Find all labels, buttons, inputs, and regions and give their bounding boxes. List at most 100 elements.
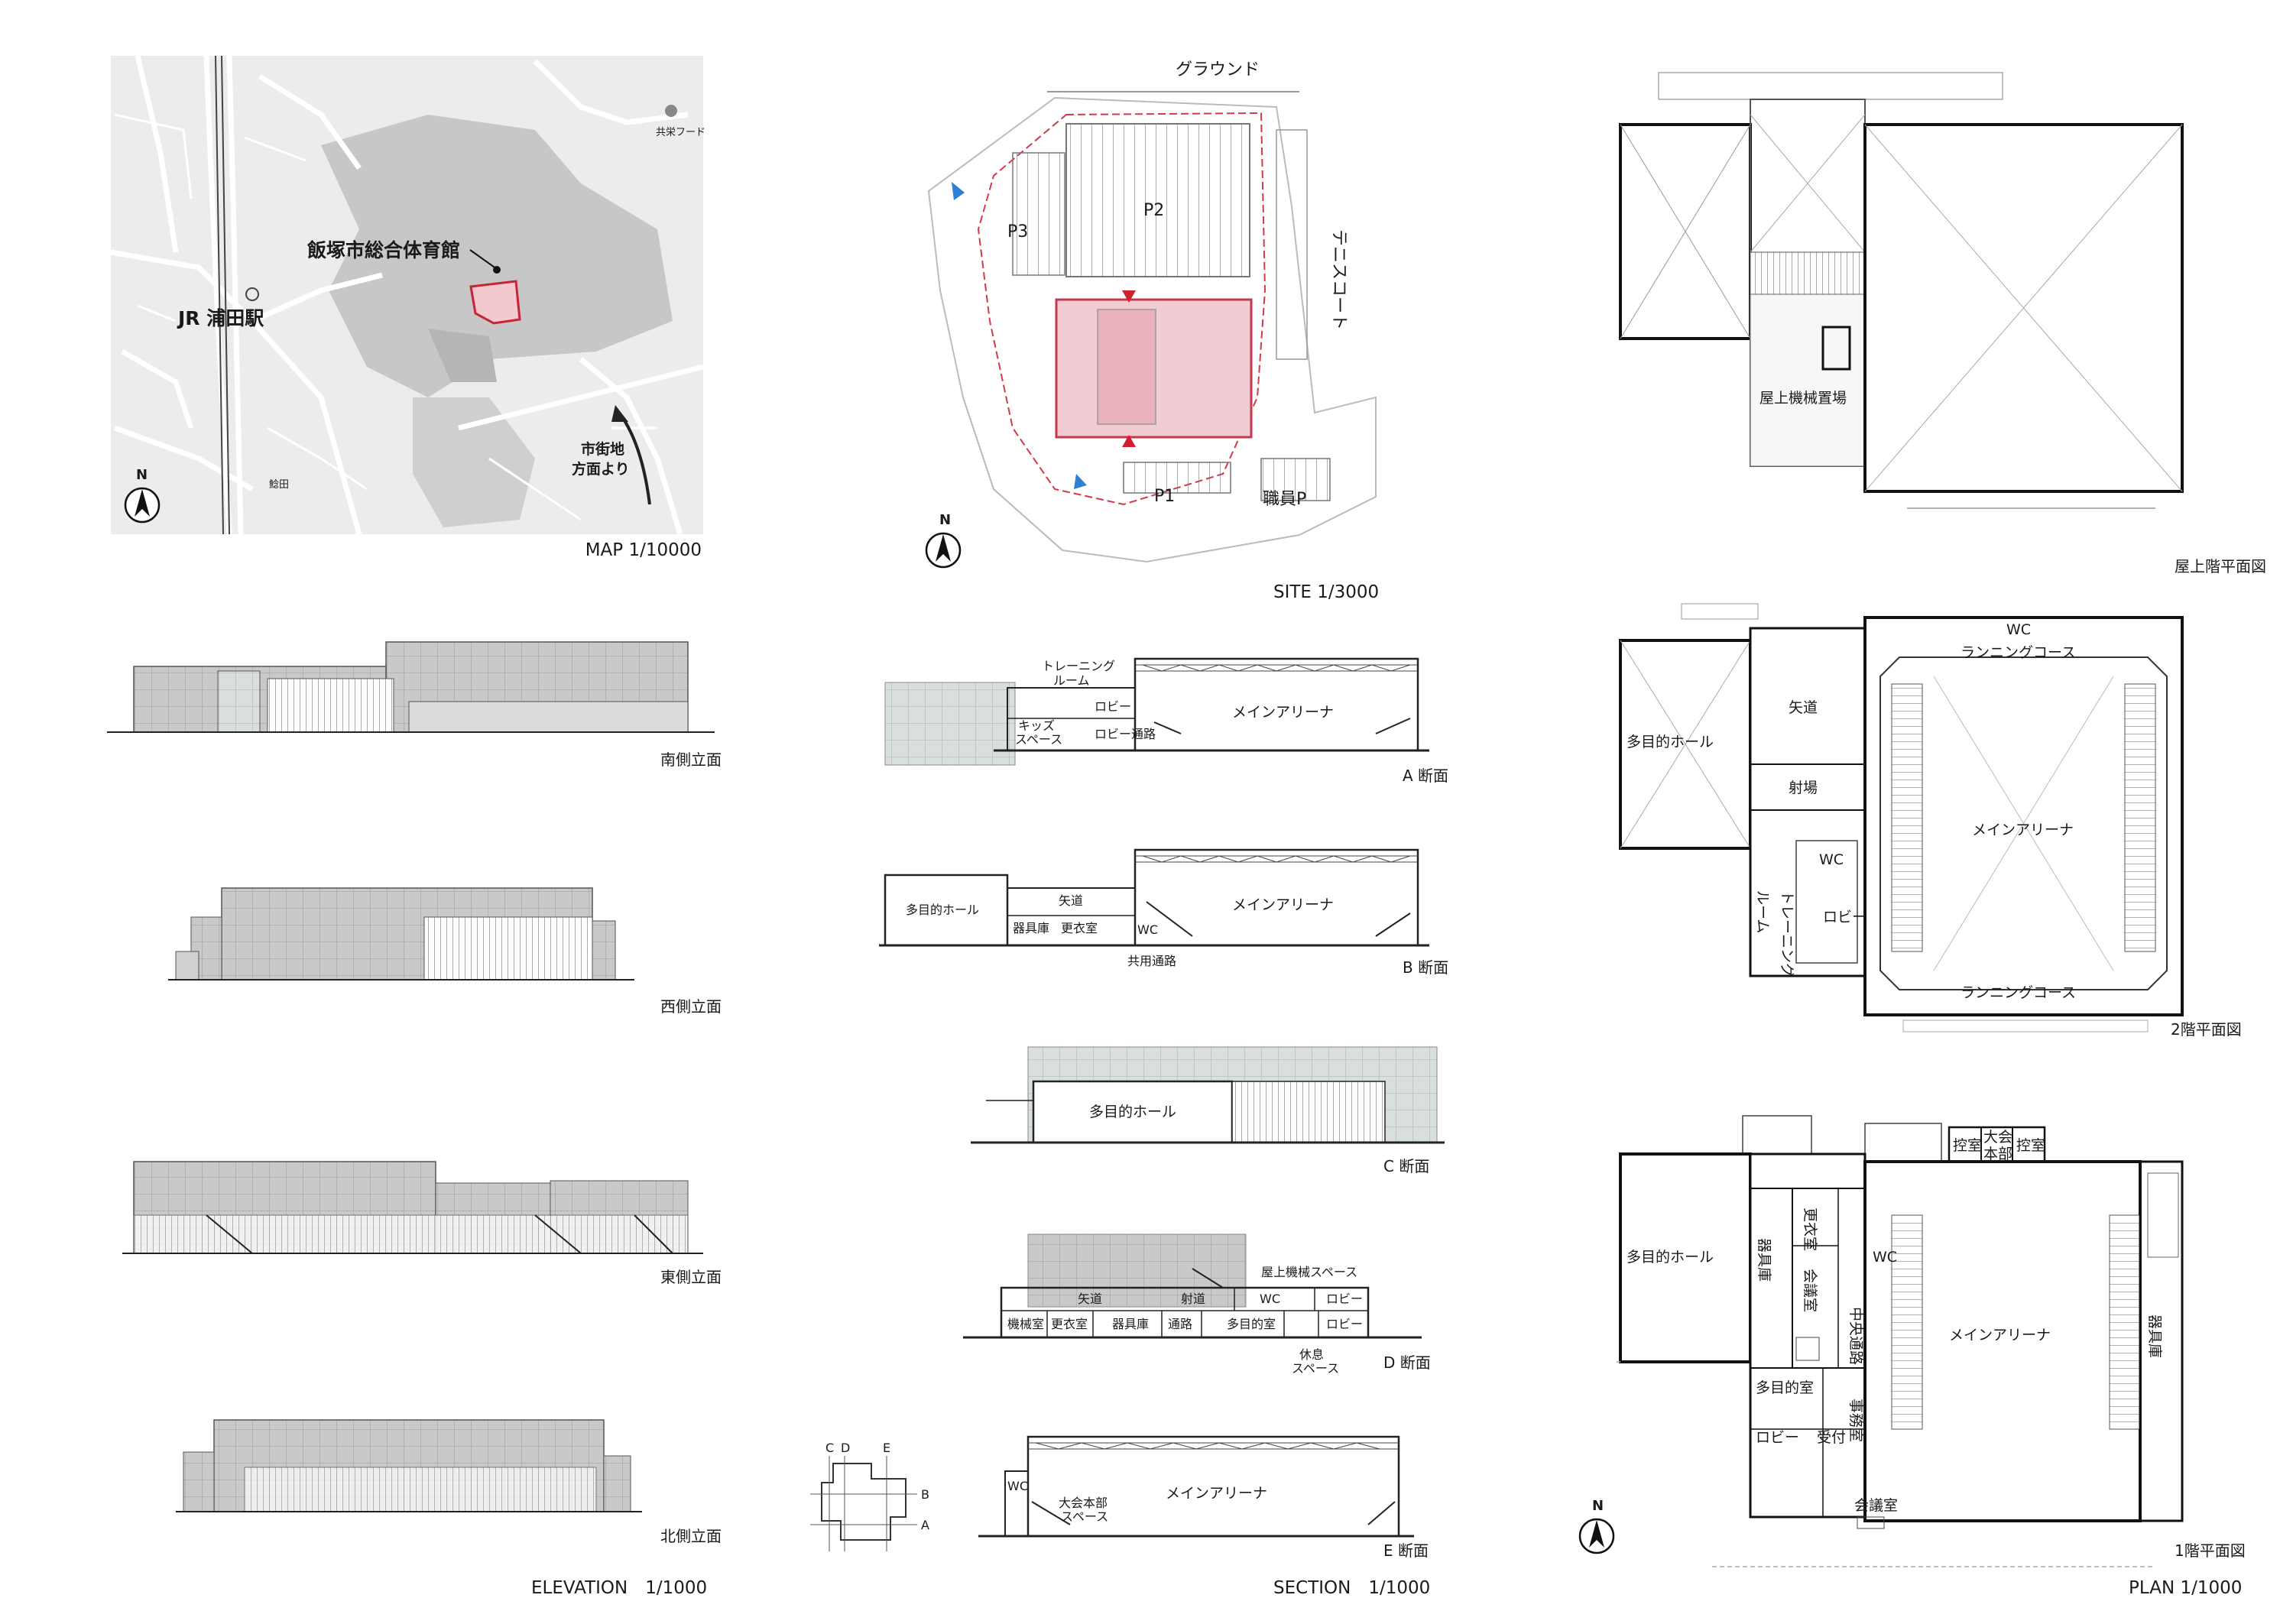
f1-hq-1: 大会 [1983,1129,2012,1146]
site-scale: SITE 1/3000 [1273,582,1379,602]
f2-wc-top: WC [2006,621,2031,638]
caption-roof-plan: 屋上階平面図 [2175,557,2266,575]
sec-b-archery: 矢道 [1059,893,1083,908]
first-floor-plan [1617,1115,2184,1567]
sec-b-wc: WC [1137,922,1158,937]
f2-wc: WC [1819,851,1844,868]
caption-first-plan: 1階平面図 [2175,1541,2246,1560]
sec-a-lobby-2: ロビー [1095,727,1131,741]
site-ground-label: グラウンド [1176,60,1260,79]
f1-arena: メインアリーナ [1949,1327,2051,1344]
second-floor-plan [1619,603,2184,1032]
section-e [978,1435,1414,1538]
site-parking-p1: P1 [1154,487,1175,506]
section-title: SECTION 1/1000 [1273,1578,1430,1598]
f1-meeting: 会議室 [1802,1269,1818,1312]
f1-multi: 多目的室 [1756,1379,1814,1396]
sec-a-lobby-1: ロビー [1095,699,1131,714]
f1-central: 中央通路 [1847,1307,1864,1365]
plan-title: PLAN 1/1000 [2129,1578,2242,1598]
sec-b-storage: 器具庫 [1013,921,1049,935]
elevation-south [107,641,715,733]
map-north-label: N [136,467,148,483]
elevation-north [176,1419,642,1512]
map-station-label: JR 浦田駅 [177,307,264,329]
plan-north-label: N [1592,1498,1604,1514]
sec-d-multi: 多目的室 [1227,1317,1276,1331]
map-building-label: 飯塚市総合体育館 [306,239,460,261]
f1-reception: 受付 [1817,1429,1846,1446]
site-north-arrow: N [925,512,962,569]
section-d [963,1233,1422,1339]
key-b: B [921,1487,929,1502]
f2-running-top: ランニングコース [1961,644,2076,661]
map-place-label: 鯰田 [269,479,289,491]
sec-b-common: 共用通路 [1127,954,1176,968]
caption-east-elevation: 東側立面 [660,1268,722,1286]
sec-b-locker: 更衣室 [1061,921,1098,935]
building-footprint [469,280,521,325]
f1-locker: 更衣室 [1802,1207,1818,1251]
sec-d-locker: 更衣室 [1051,1317,1088,1331]
f2-running-bottom: ランニングコース [1961,984,2076,1001]
map-from-city-2: 方面より [572,460,630,478]
sec-a-kids-1: キッズ [1018,718,1055,733]
map-from-city-1: 市街地 [581,440,624,458]
caption-section-b: B 断面 [1403,958,1448,977]
f2-archery: 矢道 [1789,699,1818,716]
f1-hikae-1: 控室 [1953,1137,1982,1154]
sec-a-training-1: トレーニング [1042,659,1115,673]
sec-d-machine: 機械室 [1007,1317,1044,1331]
sec-e-wc: WC [1007,1479,1028,1493]
caption-section-d: D 断面 [1383,1353,1431,1372]
sec-a-training-2: ルーム [1053,673,1090,688]
f1-hikae-2: 控室 [2016,1137,2045,1154]
map-north-arrow: N [124,467,161,524]
caption-second-plan: 2階平面図 [2171,1020,2242,1039]
sec-e-hq-1: 大会本部 [1059,1496,1108,1510]
sec-d-rest-1: 休息 [1299,1347,1324,1362]
elevation-title: ELEVATION 1/1000 [531,1578,707,1598]
sec-d-lobby-up: ロビー [1326,1292,1363,1306]
sec-a-arena: メインアリーナ [1232,704,1334,721]
elevation-west [168,887,634,981]
f1-meeting-2: 会議室 [1854,1497,1898,1514]
site-panel: グラウンド テニスコート P1 P2 P3 職員P N SITE 1/3000 [925,60,1379,602]
f1-storage-r: 器具庫 [2146,1314,2163,1358]
site-parking-p2: P2 [1143,201,1164,220]
f2-training: トレーニング [1779,890,1795,977]
caption-section-c: C 断面 [1383,1157,1429,1175]
sec-a-kids-2: スペース [1015,732,1062,747]
elevation-east [122,1161,703,1254]
site-parking-p3: P3 [1007,222,1028,241]
f1-hq-2: 本部 [1983,1146,2012,1162]
map-panel: 飯塚市総合体育館 JR 浦田駅 共栄フード 鯰田 市街地 方面より N MAP … [110,55,705,560]
site-staff-parking: 職員P [1263,490,1306,509]
section-c [971,1046,1445,1144]
caption-west-elevation: 西側立面 [660,997,722,1016]
sec-d-range: 射道 [1181,1292,1205,1306]
key-d: D [841,1441,850,1455]
sec-e-arena: メインアリーナ [1166,1485,1267,1502]
sec-d-lobby: ロビー [1326,1317,1363,1331]
f2-arena: メインアリーナ [1972,822,2074,838]
sec-e-hq-2: スペース [1061,1509,1108,1524]
sec-d-wc: WC [1260,1292,1280,1306]
f1-storage-l: 器具庫 [1756,1238,1772,1282]
site-tennis-label: テニスコート [1329,229,1348,330]
caption-section-a: A 断面 [1403,767,1448,785]
site-north-label: N [939,512,951,528]
plans-panel: 屋上機械置場 屋上階平面図 WC ランニングコース 多目的ホール 矢道 射場 メ… [1578,72,2266,1598]
f1-wc: WC [1873,1249,1897,1266]
sec-d-storage: 器具庫 [1112,1317,1149,1331]
f1-hall: 多目的ホール [1627,1249,1714,1266]
roof-machine-label: 屋上機械置場 [1759,390,1847,407]
sec-c-hall: 多目的ホール [1089,1104,1176,1120]
map-scale: MAP 1/10000 [585,540,702,560]
f1-office: 事務室 [1847,1399,1864,1442]
key-c: C [825,1441,834,1455]
sec-b-hall: 多目的ホール [906,903,979,917]
caption-section-e: E 断面 [1383,1541,1429,1560]
caption-north-elevation: 北側立面 [660,1527,722,1545]
